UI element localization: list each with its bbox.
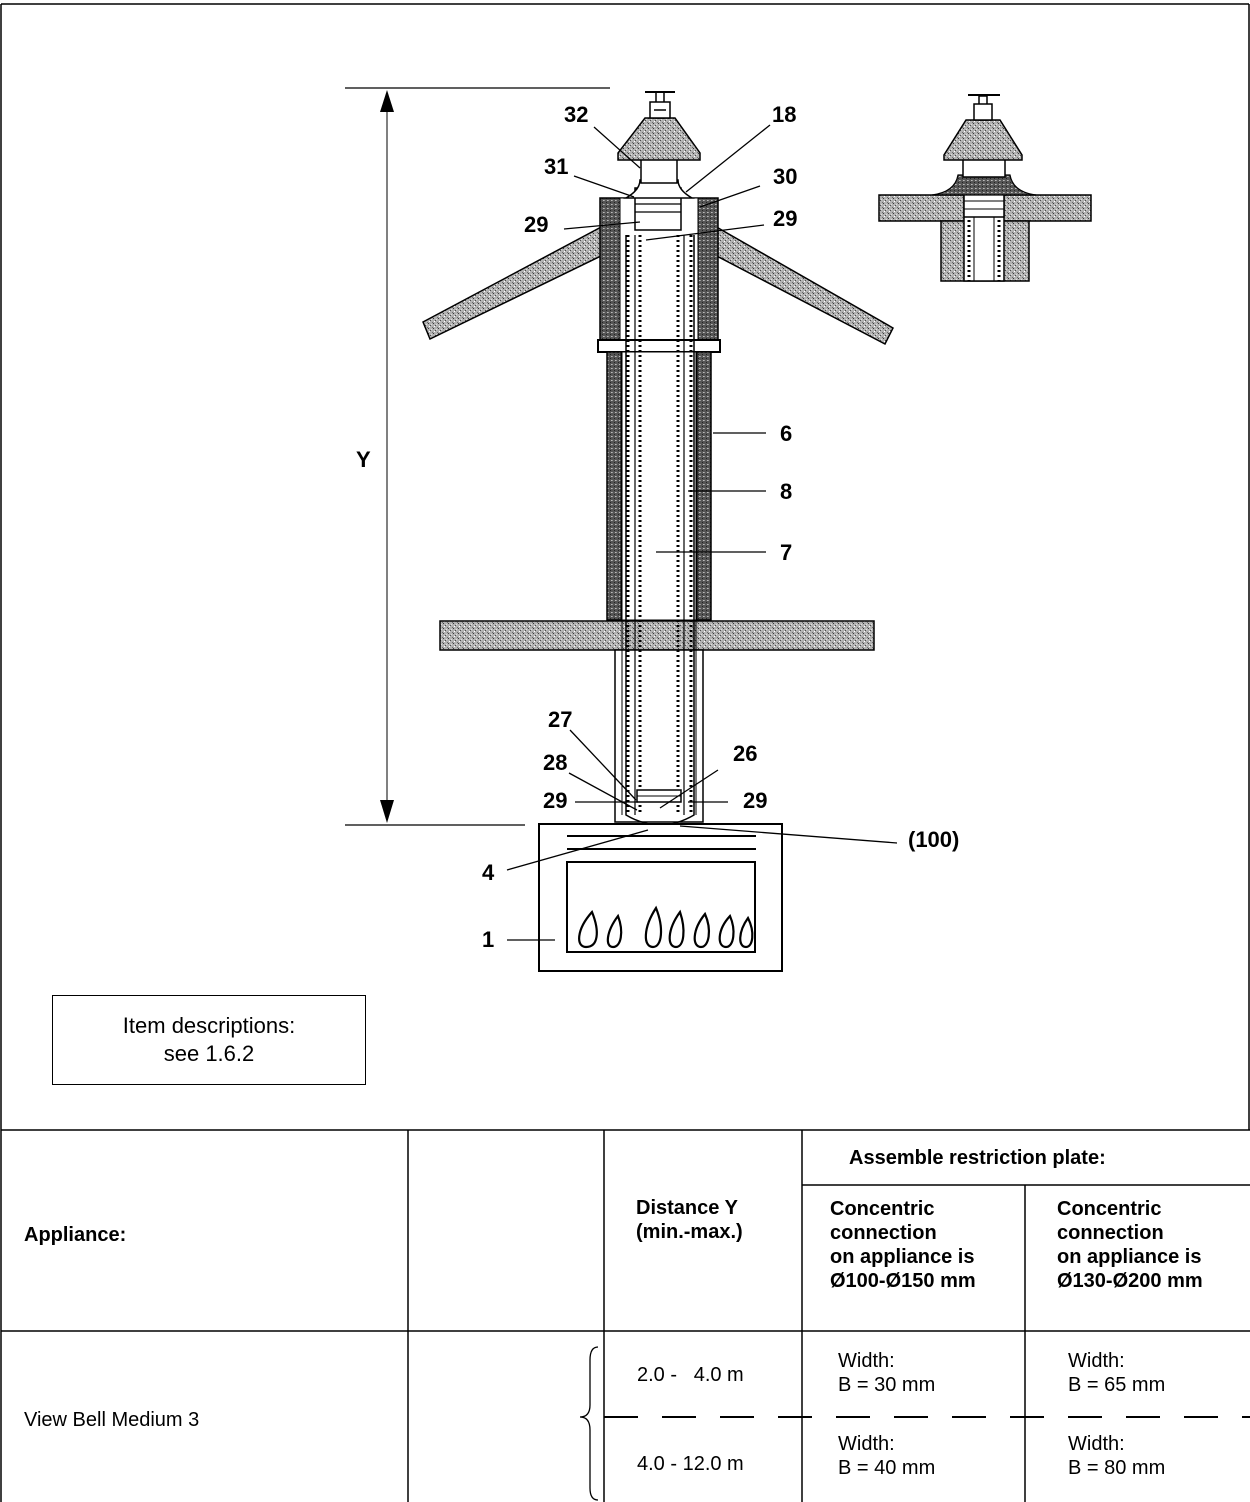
header-col2-line2: connection <box>1057 1222 1164 1244</box>
dimension-y <box>345 87 610 826</box>
label-30: 30 <box>773 164 797 189</box>
label-18: 18 <box>772 102 796 127</box>
label-7: 7 <box>780 540 792 565</box>
row1-col2: Width: B = 65 mm <box>1068 1349 1165 1397</box>
header-restriction-plate: Assemble restriction plate: <box>849 1147 1106 1169</box>
appliance-name: View Bell Medium 3 <box>24 1409 200 1431</box>
row2-col2: Width: B = 80 mm <box>1068 1432 1165 1480</box>
label-28: 28 <box>543 750 567 775</box>
chimney-shaft <box>606 351 712 621</box>
row1-col1-label: Width: <box>838 1350 895 1372</box>
label-1: 1 <box>482 927 494 952</box>
detail-flat-roof <box>878 94 1092 282</box>
label-100: (100) <box>908 827 959 852</box>
header-distance-line1: Distance Y <box>636 1197 738 1219</box>
table-grid <box>1 1129 1250 1502</box>
label-4: 4 <box>482 860 495 885</box>
item-descriptions-note: Item descriptions: see 1.6.2 <box>52 995 366 1085</box>
header-col2-line4: Ø130-Ø200 mm <box>1057 1270 1203 1292</box>
label-26: 26 <box>733 741 757 766</box>
row1-col2-value: B = 65 mm <box>1068 1374 1166 1396</box>
floor-slab <box>439 620 875 651</box>
label-dimension-y: Y <box>356 447 371 472</box>
header-col1-line2: connection <box>830 1222 937 1244</box>
header-col1-line4: Ø100-Ø150 mm <box>830 1270 976 1292</box>
appliance-fireplace <box>538 823 783 972</box>
header-col-100-150: Concentric connection on appliance is Ø1… <box>830 1197 976 1293</box>
row2-distance: 4.0 - 12.0 m <box>637 1453 744 1475</box>
header-col1-line1: Concentric <box>830 1198 935 1220</box>
label-29-bottom-left: 29 <box>543 788 567 813</box>
label-32: 32 <box>564 102 588 127</box>
label-6: 6 <box>780 421 792 446</box>
label-29-bottom-right: 29 <box>743 788 767 813</box>
callout-labels: Y 32 18 31 30 29 29 6 8 7 27 26 28 29 29… <box>356 102 959 952</box>
row1-col1-value: B = 30 mm <box>838 1374 936 1396</box>
header-distance: Distance Y (min.-max.) <box>636 1196 743 1244</box>
row1-col1: Width: B = 30 mm <box>838 1349 935 1397</box>
note-line-2: see 1.6.2 <box>163 1041 255 1066</box>
header-distance-line2: (min.-max.) <box>636 1221 743 1243</box>
row2-col1-value: B = 40 mm <box>838 1457 936 1479</box>
row2-col1-label: Width: <box>838 1433 895 1455</box>
header-col2-line3: on appliance is <box>1057 1246 1202 1268</box>
label-8: 8 <box>780 479 792 504</box>
flexible-liner <box>621 235 697 826</box>
header-col-130-200: Concentric connection on appliance is Ø1… <box>1057 1197 1203 1293</box>
row2-col2-label: Width: <box>1068 1433 1125 1455</box>
header-col2-line1: Concentric <box>1057 1198 1162 1220</box>
label-29-top-right: 29 <box>773 206 797 231</box>
label-27: 27 <box>548 707 572 732</box>
row2-col2-value: B = 80 mm <box>1068 1457 1166 1479</box>
note-line-1: Item descriptions: <box>122 1013 296 1038</box>
header-appliance: Appliance: <box>24 1224 127 1246</box>
header-col1-line3: on appliance is <box>830 1246 975 1268</box>
page-frame <box>0 3 1250 1502</box>
row1-col2-label: Width: <box>1068 1350 1125 1372</box>
row2-col1: Width: B = 40 mm <box>838 1432 935 1480</box>
row1-distance: 2.0 - 4.0 m <box>637 1364 744 1386</box>
leader-lines <box>506 124 898 941</box>
chimney-cowl <box>617 91 701 231</box>
label-29-top-left: 29 <box>524 212 548 237</box>
label-31: 31 <box>544 154 568 179</box>
